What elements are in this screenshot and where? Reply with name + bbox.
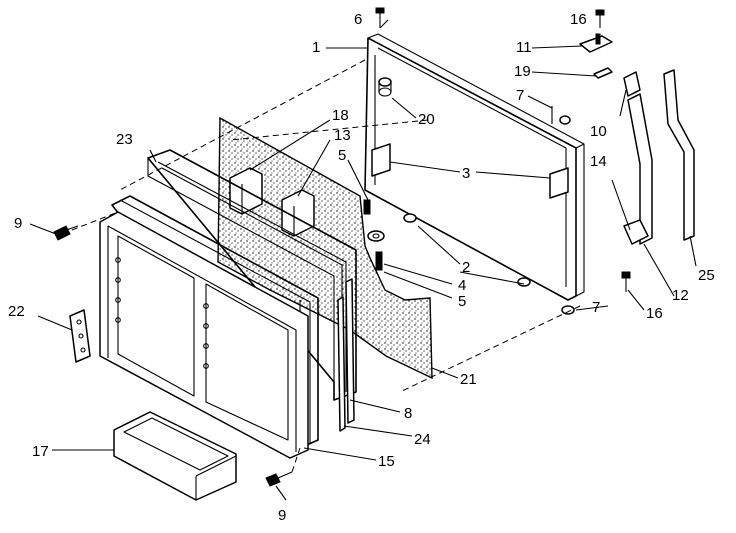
callout-1: 1 (312, 39, 320, 56)
callout-13: 13 (334, 127, 351, 144)
callout-3: 3 (462, 165, 470, 182)
screw-7-bottom-part (561, 305, 575, 315)
door-bracket-part (69, 309, 91, 363)
screw-9-bottom-part (265, 471, 293, 487)
callout-9-left: 9 (14, 215, 22, 232)
washer-4-part (367, 230, 385, 242)
callout-17: 17 (32, 443, 49, 460)
hinge-11-part (579, 33, 613, 53)
shim-19-part (593, 67, 613, 79)
screw-7-top-part (551, 106, 571, 125)
callout-20: 20 (418, 111, 435, 128)
callout-5-upper: 5 (338, 147, 346, 164)
callout-11: 11 (516, 39, 532, 56)
hinge-10-part (623, 71, 641, 97)
leader-lines (29, 19, 697, 501)
callout-9-bottom: 9 (278, 507, 286, 524)
shelf-clip-holes (115, 257, 209, 369)
callout-15: 15 (378, 453, 395, 470)
callout-10: 10 (590, 123, 607, 140)
callout-22: 22 (8, 303, 25, 320)
callout-16-bottom: 16 (646, 305, 663, 322)
screw-16-bottom-part (621, 271, 631, 292)
callout-12: 12 (672, 287, 689, 304)
callout-21: 21 (460, 371, 477, 388)
screw-5-part (363, 199, 383, 271)
stop-2-part (403, 213, 531, 287)
washer-20-part (378, 77, 392, 97)
callout-8: 8 (404, 405, 412, 422)
screw-16-top-part (595, 9, 605, 28)
callout-18: 18 (332, 107, 349, 124)
hinge-3-parts (371, 143, 569, 199)
callout-16-top: 16 (570, 11, 587, 28)
callout-24: 24 (414, 431, 431, 448)
door-frame-part (364, 33, 585, 301)
callout-5-lower: 5 (458, 293, 466, 310)
screw-9-left-part (53, 225, 79, 241)
callout-25: 25 (698, 267, 715, 284)
callout-7-top: 7 (516, 87, 524, 104)
callout-6: 6 (354, 11, 362, 28)
callout-4: 4 (458, 277, 466, 294)
breaker-strip-part (337, 278, 355, 432)
alignment-lines (71, 59, 581, 473)
screw-6-part (375, 7, 385, 28)
door-shelf-bin-part (113, 411, 237, 501)
callout-23: 23 (116, 131, 133, 148)
door-panel-part (99, 211, 309, 459)
foam-insulation-part (217, 116, 433, 380)
callout-labels: 1 2 3 4 5 5 6 7 7 8 9 9 10 11 12 13 14 1… (8, 11, 715, 524)
callout-7-bottom: 7 (592, 299, 600, 316)
handle-12-part (623, 93, 653, 245)
callout-14: 14 (590, 153, 607, 170)
callout-2: 2 (462, 259, 470, 276)
callout-19: 19 (514, 63, 531, 80)
trim-25-part (663, 69, 695, 241)
